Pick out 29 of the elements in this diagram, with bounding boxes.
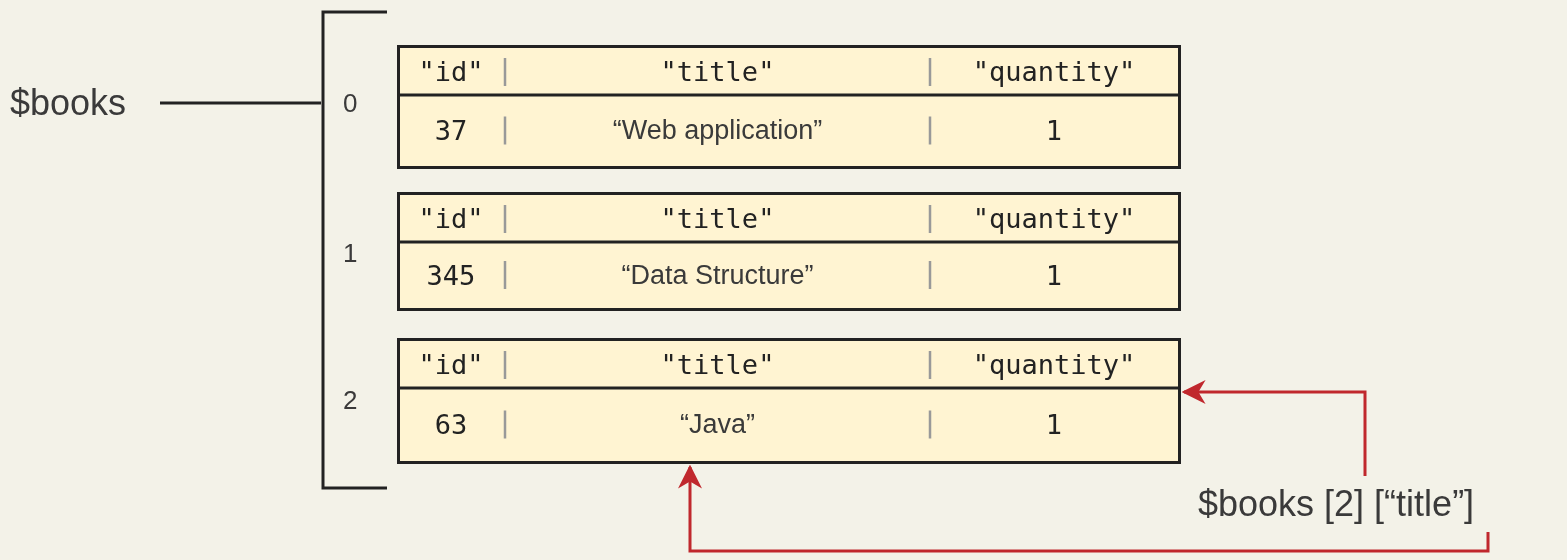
arrow xyxy=(678,464,1490,553)
value-text: “Data Structure” xyxy=(621,259,814,291)
value-text: 1 xyxy=(1045,115,1063,146)
variable-text: $books xyxy=(10,78,127,128)
connector-line xyxy=(160,101,321,105)
key-text: "quantity" xyxy=(972,203,1136,234)
value-text: 37 xyxy=(434,115,468,146)
index-number: 1 xyxy=(343,238,358,269)
key-text: "title" xyxy=(660,349,775,380)
record-box xyxy=(397,192,1181,311)
key-text: "id" xyxy=(418,203,484,234)
key-text: "quantity" xyxy=(972,349,1136,380)
index-number: 2 xyxy=(343,385,358,416)
key-text: "title" xyxy=(660,203,775,234)
record-box xyxy=(397,338,1181,464)
value-text: 1 xyxy=(1045,259,1063,291)
value-text: 345 xyxy=(426,259,476,291)
variable-text: $books [2] [“title”] xyxy=(1198,478,1475,530)
key-text: "title" xyxy=(660,56,775,87)
arrow xyxy=(1181,380,1367,476)
value-text: “Java” xyxy=(680,409,755,440)
key-text: "quantity" xyxy=(972,56,1136,87)
index-number: 0 xyxy=(343,88,358,119)
value-text: “Web application” xyxy=(612,115,823,146)
key-text: "id" xyxy=(418,349,484,380)
record-box xyxy=(397,45,1181,169)
value-text: 63 xyxy=(434,409,468,440)
key-text: "id" xyxy=(418,56,484,87)
value-text: 1 xyxy=(1045,409,1063,440)
